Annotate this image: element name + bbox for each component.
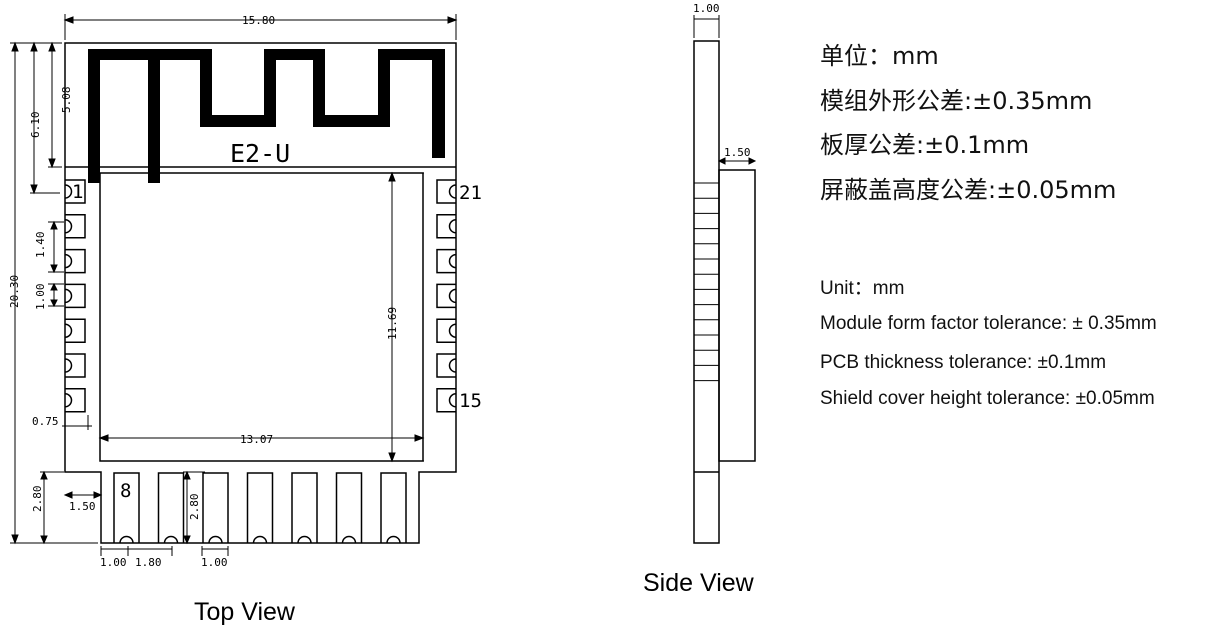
side-shield: [718, 169, 756, 462]
dim-bottom-pad-width-2: 1.00: [201, 556, 228, 569]
side-view: [693, 40, 756, 544]
bottom-pad: [202, 472, 229, 544]
spec-en-unit: Unit：mm: [820, 278, 905, 299]
shield-can: [99, 172, 424, 462]
bottom-pad: [380, 472, 407, 544]
board-outline: [64, 42, 457, 544]
bottom-pad: [113, 472, 140, 544]
dim-width-total: 15.80: [242, 14, 275, 27]
dim-pin-width: 1.00: [34, 284, 47, 311]
antenna-trace: [88, 49, 445, 183]
pin-8-label: 8: [120, 480, 131, 502]
bottom-pad: [246, 472, 274, 544]
left-castellated-pad: [64, 248, 86, 274]
dim-antenna-height: 6.10: [29, 112, 42, 139]
left-castellated-pad: [64, 388, 86, 413]
dim-bottom-pad-length: 2.80: [31, 486, 44, 513]
dim-height-total: 20.30: [8, 275, 21, 308]
bottom-pad: [157, 472, 185, 544]
dim-antenna-inner: 5.08: [60, 87, 73, 114]
spec-cn-form-tolerance: 模组外形公差:±0.35mm: [820, 87, 1093, 115]
bottom-pad: [335, 472, 363, 544]
side-view-caption: Side View: [643, 569, 755, 597]
spec-en-thickness-tolerance: PCB thickness tolerance: ±0.1mm: [820, 352, 1107, 373]
dim-pin-pitch: 1.40: [34, 232, 47, 259]
left-castellated-pad: [64, 179, 86, 204]
right-castellated-pad: [436, 214, 457, 239]
module-model-label: E2-U: [230, 139, 290, 168]
spec-en-form-tolerance: Module form factor tolerance: ± 0.35mm: [820, 313, 1157, 334]
pin-1-label: 1: [72, 181, 83, 203]
left-castellated-pad: [64, 353, 86, 378]
spec-cn-thickness-tolerance: 板厚公差:±0.1mm: [820, 131, 1030, 159]
dim-side-pcb-thickness: 1.00: [693, 2, 720, 15]
right-castellated-pad: [436, 318, 457, 343]
dim-side-shield-height: 1.50: [724, 146, 751, 159]
right-castellated-pad: [436, 388, 457, 413]
right-castellated-pad: [436, 353, 457, 378]
right-castellated-pad: [436, 179, 457, 204]
spec-en-shield-tolerance: Shield cover height tolerance: ±0.05mm: [820, 388, 1155, 409]
dim-shield-width: 13.07: [240, 433, 273, 446]
bottom-pads: [113, 472, 407, 544]
pin-15-label: 15: [459, 390, 482, 412]
side-pcb: [693, 40, 720, 544]
right-castellated-pad: [436, 283, 457, 309]
dim-bottom-pad-width: 1.00: [100, 556, 127, 569]
spec-cn-shield-tolerance: 屏蔽盖高度公差:±0.05mm: [820, 176, 1117, 204]
dimension-lines: [10, 14, 458, 556]
dim-bottom-pad-length-inner: 2.80: [188, 494, 201, 521]
left-castellated-pad: [64, 283, 86, 309]
spec-cn-unit: 单位：mm: [820, 42, 939, 70]
dim-shield-height: 11.69: [386, 307, 399, 340]
top-view-caption: Top View: [194, 598, 296, 626]
pin-21-label: 21: [459, 182, 482, 204]
left-castellated-pad: [64, 214, 86, 239]
dim-bottom-pad-pitch: 1.80: [135, 556, 162, 569]
bottom-pad: [291, 472, 318, 544]
left-castellated-pad: [64, 318, 86, 343]
dim-pin-edge: 0.75: [32, 415, 59, 428]
top-view: [64, 42, 457, 544]
right-pads: [436, 179, 457, 413]
dim-bottom-edge-offset: 1.50: [69, 500, 96, 513]
left-pads: [64, 179, 86, 413]
right-castellated-pad: [436, 248, 457, 274]
side-dimension-lines: [693, 15, 757, 165]
